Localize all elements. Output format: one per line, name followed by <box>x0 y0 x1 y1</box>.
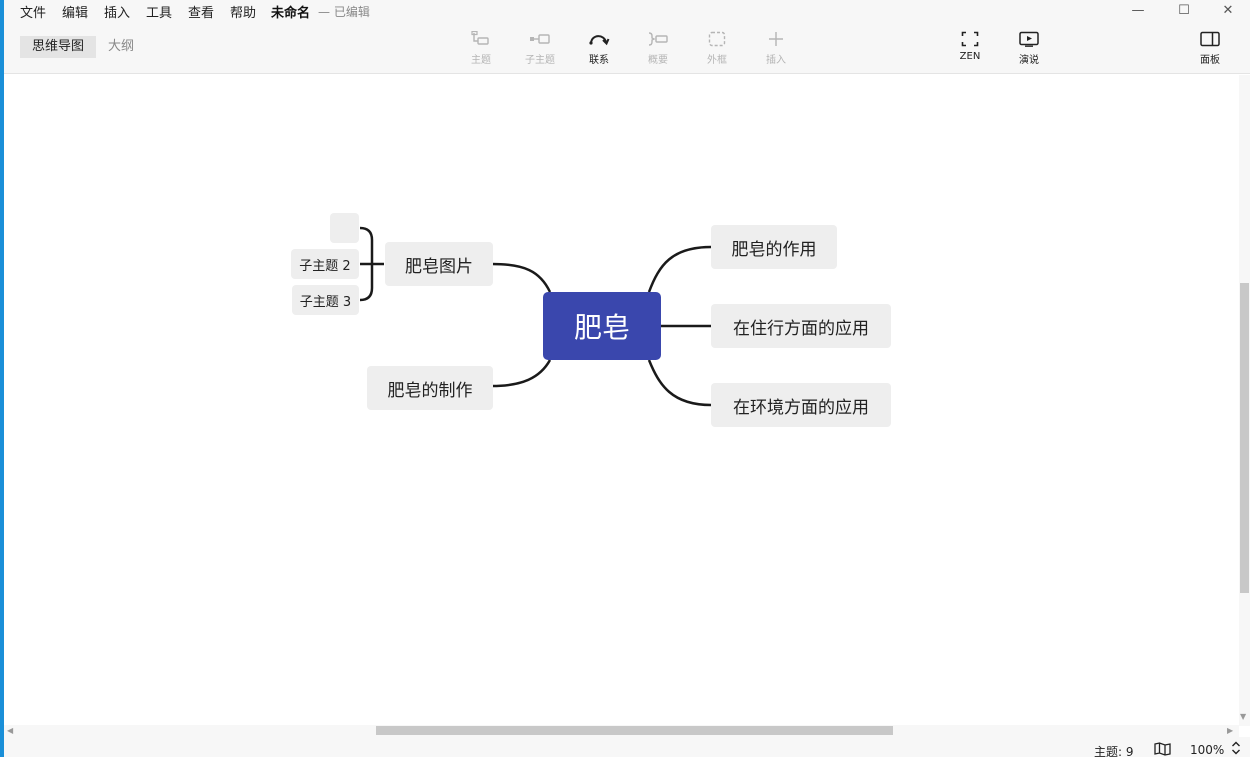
zen-label: ZEN <box>959 51 981 62</box>
vertical-scroll-thumb[interactable] <box>1240 283 1249 593</box>
subtopic-button[interactable]: 子主题 <box>515 29 565 69</box>
topic-node-left-2[interactable]: 肥皂的制作 <box>367 366 493 410</box>
maximize-button[interactable]: ☐ <box>1161 0 1207 20</box>
topic-node-left-1[interactable]: 肥皂图片 <box>385 242 493 286</box>
relationship-label: 联系 <box>589 55 609 66</box>
panel-icon <box>1199 29 1221 49</box>
panel-button[interactable]: 面板 <box>1185 29 1235 69</box>
close-button[interactable]: ✕ <box>1205 0 1250 20</box>
scroll-left-arrow-icon[interactable]: ◀ <box>7 726 14 735</box>
maximize-icon: ☐ <box>1178 2 1190 18</box>
toolbar: 思维导图 大纲 主题 子主题 联系 概要 外框 插入 <box>4 20 1250 74</box>
central-topic[interactable]: 肥皂 <box>543 292 661 360</box>
summary-icon <box>647 29 669 49</box>
scroll-down-arrow-icon[interactable]: ▼ <box>1240 712 1247 721</box>
subtopic-label: 子主题 <box>525 55 555 66</box>
topic-node-right-2[interactable]: 在住行方面的应用 <box>711 304 891 348</box>
subtopic-node-empty[interactable] <box>330 213 359 243</box>
tab-mindmap[interactable]: 思维导图 <box>20 36 97 58</box>
insert-label: 插入 <box>766 55 786 66</box>
fullscreen-icon <box>959 29 981 49</box>
status-bar: 主题: 9 100% <box>4 737 1250 757</box>
boundary-button[interactable]: 外框 <box>692 29 742 69</box>
map-view-icon[interactable] <box>1154 742 1171 757</box>
relationship-icon <box>588 29 610 49</box>
subtopic-node-2[interactable]: 子主题 2 <box>291 249 359 279</box>
close-icon: ✕ <box>1222 2 1234 18</box>
menu-help[interactable]: 帮助 <box>230 6 257 21</box>
menu-file[interactable]: 文件 <box>20 6 47 21</box>
topic-count: 主题: 9 <box>1094 745 1134 757</box>
summary-label: 概要 <box>648 55 668 66</box>
menu-insert[interactable]: 插入 <box>104 6 131 21</box>
topic-label: 主题 <box>471 55 491 66</box>
document-title: 未命名 <box>271 6 311 21</box>
zen-button[interactable]: ZEN <box>945 29 995 69</box>
horizontal-scroll-thumb[interactable] <box>376 726 893 735</box>
summary-button[interactable]: 概要 <box>633 29 683 69</box>
menu-edit[interactable]: 编辑 <box>62 6 89 21</box>
relationship-button[interactable]: 联系 <box>574 29 624 69</box>
subtopic-node-3[interactable]: 子主题 3 <box>292 285 359 315</box>
connector-lines <box>359 226 712 407</box>
boundary-icon <box>706 29 728 49</box>
scroll-right-arrow-icon[interactable]: ▶ <box>1227 726 1234 735</box>
zoom-stepper-icon[interactable] <box>1231 740 1241 757</box>
window-left-accent <box>0 0 4 757</box>
play-icon <box>1018 29 1040 49</box>
present-button[interactable]: 演说 <box>1004 29 1054 69</box>
boundary-label: 外框 <box>707 55 727 66</box>
subtopic-icon <box>529 29 551 49</box>
minimize-icon: — <box>1131 2 1145 18</box>
topic-icon <box>470 29 492 49</box>
present-label: 演说 <box>1019 55 1039 66</box>
insert-button[interactable]: 插入 <box>751 29 801 69</box>
topic-node-right-3[interactable]: 在环境方面的应用 <box>711 383 891 427</box>
menu-view[interactable]: 查看 <box>188 6 215 21</box>
topic-button[interactable]: 主题 <box>456 29 506 69</box>
document-status: — 已编辑 <box>318 5 370 19</box>
horizontal-scrollbar[interactable]: ◀ ▶ <box>4 725 1239 737</box>
tab-outline[interactable]: 大纲 <box>108 39 135 54</box>
menu-bar: 文件 编辑 插入 工具 查看 帮助 未命名 — 已编辑 — ☐ ✕ <box>4 0 1250 21</box>
minimize-button[interactable]: — <box>1115 0 1161 20</box>
zoom-level[interactable]: 100% <box>1190 743 1225 757</box>
mindmap-canvas[interactable]: 肥皂 肥皂的作用 在住行方面的应用 在环境方面的应用 肥皂图片 肥皂的制作 子主… <box>4 75 1239 725</box>
plus-icon <box>765 29 787 49</box>
vertical-scrollbar[interactable]: ▼ <box>1239 75 1250 726</box>
panel-label: 面板 <box>1200 55 1220 66</box>
menu-tools[interactable]: 工具 <box>146 6 173 21</box>
topic-node-right-1[interactable]: 肥皂的作用 <box>711 225 837 269</box>
